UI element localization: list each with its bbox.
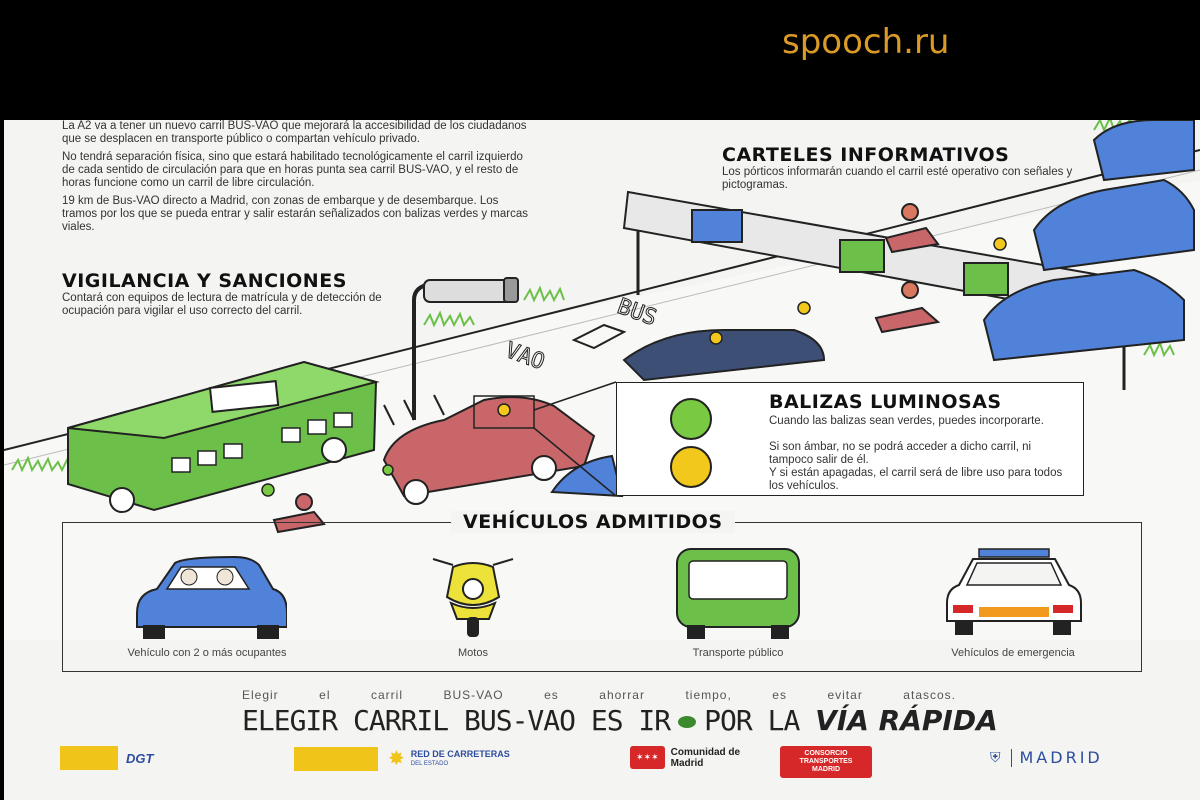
vehiculos-title: VEHÍCULOS ADMITIDOS (451, 511, 735, 533)
red-carreteras-text: RED DE CARRETERAS (410, 748, 510, 759)
balizas-line-2: Si son ámbar, no se podrá acceder a dich… (769, 441, 1032, 466)
red-carreteras-logo: ✸ RED DE CARRETERAS DEL ESTADO (294, 746, 510, 771)
slogan-big-end: VÍA RÁPIDA (815, 704, 998, 737)
motorbike-illustration (272, 203, 941, 534)
slogan-big-start: ELEGIR CARRIL BUS-VAO ES IR (242, 704, 671, 737)
intro-paragraph-2: No tendrá separación física, sino que es… (62, 151, 523, 189)
red-carreteras-subtext: DEL ESTADO (410, 760, 449, 767)
bus-icon (676, 548, 800, 639)
ambulance-icon (946, 548, 1082, 635)
watermark: spooch.ru (782, 22, 950, 62)
consorcio-logo: CONSORCIO TRANSPORTES MADRID (780, 746, 872, 778)
poster: BUS VAO (4, 120, 1200, 800)
road-scene: BUS VAO (4, 120, 1200, 640)
ayuntamiento-madrid-logo: ⛨ MADRID (990, 748, 1103, 767)
balizas-callout: BALIZAS LUMINOSAS Cuando las balizas sea… (616, 382, 1084, 496)
camera-icon (412, 277, 519, 420)
slogan-small: Elegir el carril BUS-VAO es ahorrar tiem… (242, 688, 956, 702)
stars-red-icon: ✶✶✶ (630, 746, 665, 769)
car-icon (136, 555, 287, 639)
blue-car-illustration (550, 120, 1195, 498)
star-icon: ✸ (388, 748, 405, 770)
slogan-big: ELEGIR CARRIL BUS-VAO ES IR POR LA VÍA RÁ… (242, 704, 998, 737)
green-dot-icon (678, 716, 697, 728)
vehicle-label-car: Vehículo con 2 o más ocupantes (127, 647, 287, 659)
intro-paragraph-3: 19 km de Bus-VAO directo a Madrid, con z… (62, 195, 528, 233)
beacon-icon (261, 237, 1007, 497)
vehicle-label-transporte: Transporte público (692, 647, 784, 659)
top-bar: spooch.ru (0, 0, 1200, 120)
consorcio-text: CONSORCIO TRANSPORTES MADRID (780, 746, 872, 778)
madrid-text: MADRID (1019, 748, 1103, 767)
vehiculos-admitidos-panel: VEHÍCULOS ADMITIDOS Vehículo con 2 o más… (62, 511, 1142, 672)
bus-illustration (67, 360, 380, 513)
red-car-illustration (382, 396, 596, 505)
vehicle-label-motos: Motos (458, 647, 488, 659)
carteles-title: CARTELES INFORMATIVOS (722, 144, 1010, 166)
intro-text: La A2 va a tener un nuevo carril BUS-VAO… (62, 120, 532, 239)
slogan-big-mid: POR LA (704, 704, 800, 737)
intro-paragraph-1: La A2 va a tener un nuevo carril BUS-VAO… (62, 120, 527, 145)
vigilancia-title: VIGILANCIA Y SANCIONES (62, 270, 347, 292)
scooter-icon (432, 558, 514, 637)
carteles-text: Los pórticos informarán cuando el carril… (722, 166, 1073, 191)
sponsor-logos: DGT ✸ RED DE CARRETERAS DEL ESTADO ✶✶✶ C… (4, 740, 1200, 800)
ministerio-badge (60, 746, 118, 770)
balizas-title: BALIZAS LUMINOSAS (769, 391, 1002, 413)
dgt-logo-text: DGT (126, 750, 154, 766)
comunidad-madrid-logo: ✶✶✶ Comunidad de Madrid (630, 746, 761, 769)
vehicle-label-emergencia: Vehículos de emergencia (951, 647, 1075, 659)
balizas-line-1: Cuando las balizas sean verdes, puedes i… (769, 415, 1044, 427)
vigilancia-text: Contará con equipos de lectura de matríc… (62, 292, 382, 317)
beacon-lights-icon (670, 398, 712, 488)
balizas-line-3: Y si están apagadas, el carril será de l… (769, 467, 1063, 492)
comunidad-text: Comunidad de Madrid (670, 746, 741, 769)
madrid-crest-icon: ⛨ (990, 749, 1001, 765)
ministerio-interior-logo: DGT (60, 746, 153, 770)
ministerio-transportes-badge (294, 746, 378, 771)
